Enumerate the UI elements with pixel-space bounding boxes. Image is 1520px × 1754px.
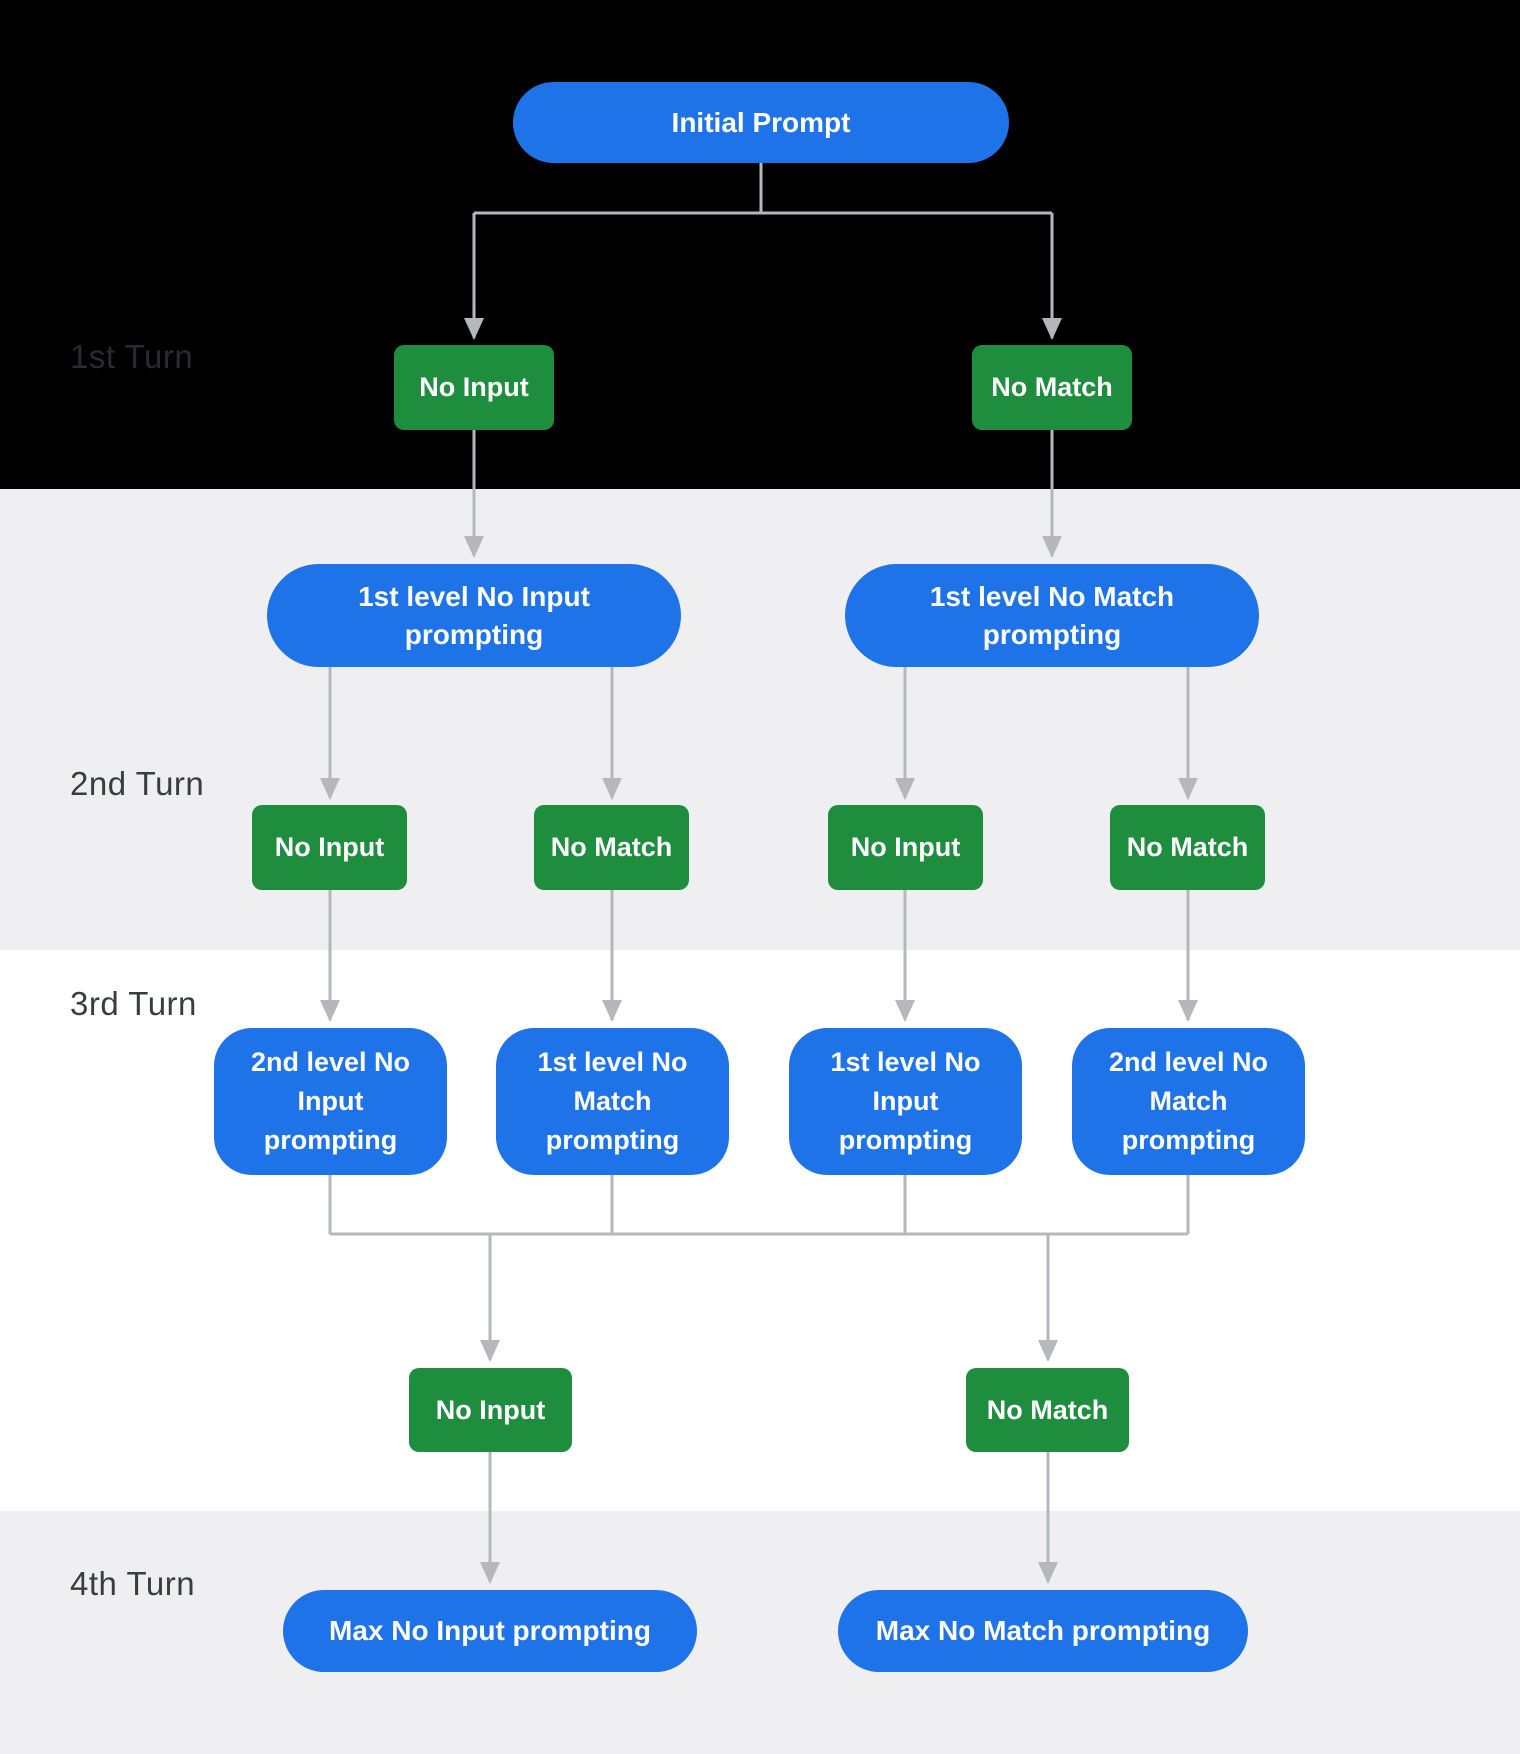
node-level1-no-match-prompting: 1st level No Match prompting [845, 564, 1259, 667]
node-turn2-no-match-2: No Match [1110, 805, 1265, 890]
node-turn3-no-input: No Input [409, 1368, 572, 1452]
node-level1-no-input-prompting-2: 1st level No Input prompting [789, 1028, 1022, 1175]
node-level1-no-input-prompting: 1st level No Input prompting [267, 564, 681, 667]
turn-label-4: 4th Turn [70, 1565, 196, 1602]
node-turn2-no-match-1: No Match [534, 805, 689, 890]
node-level1-no-match-prompting-2: 1st level No Match prompting [496, 1028, 729, 1175]
node-turn1-no-match: No Match [972, 345, 1132, 430]
node-turn3-no-match: No Match [966, 1368, 1129, 1452]
node-turn1-no-input: No Input [394, 345, 554, 430]
band-turn4-gray [0, 1511, 1520, 1754]
node-level2-no-match-prompting: 2nd level No Match prompting [1072, 1028, 1305, 1175]
node-max-no-match-prompting: Max No Match prompting [838, 1590, 1248, 1672]
band-turn1-black [0, 0, 1520, 489]
node-turn2-no-input-1: No Input [252, 805, 407, 890]
node-turn2-no-input-2: No Input [828, 805, 983, 890]
node-level2-no-input-prompting: 2nd level No Input prompting [214, 1028, 447, 1175]
node-initial-prompt: Initial Prompt [513, 82, 1009, 163]
turn-label-3: 3rd Turn [70, 985, 197, 1022]
turn-label-1: 1st Turn [70, 338, 194, 375]
turn-label-2: 2nd Turn [70, 765, 205, 802]
node-max-no-input-prompting: Max No Input prompting [283, 1590, 697, 1672]
